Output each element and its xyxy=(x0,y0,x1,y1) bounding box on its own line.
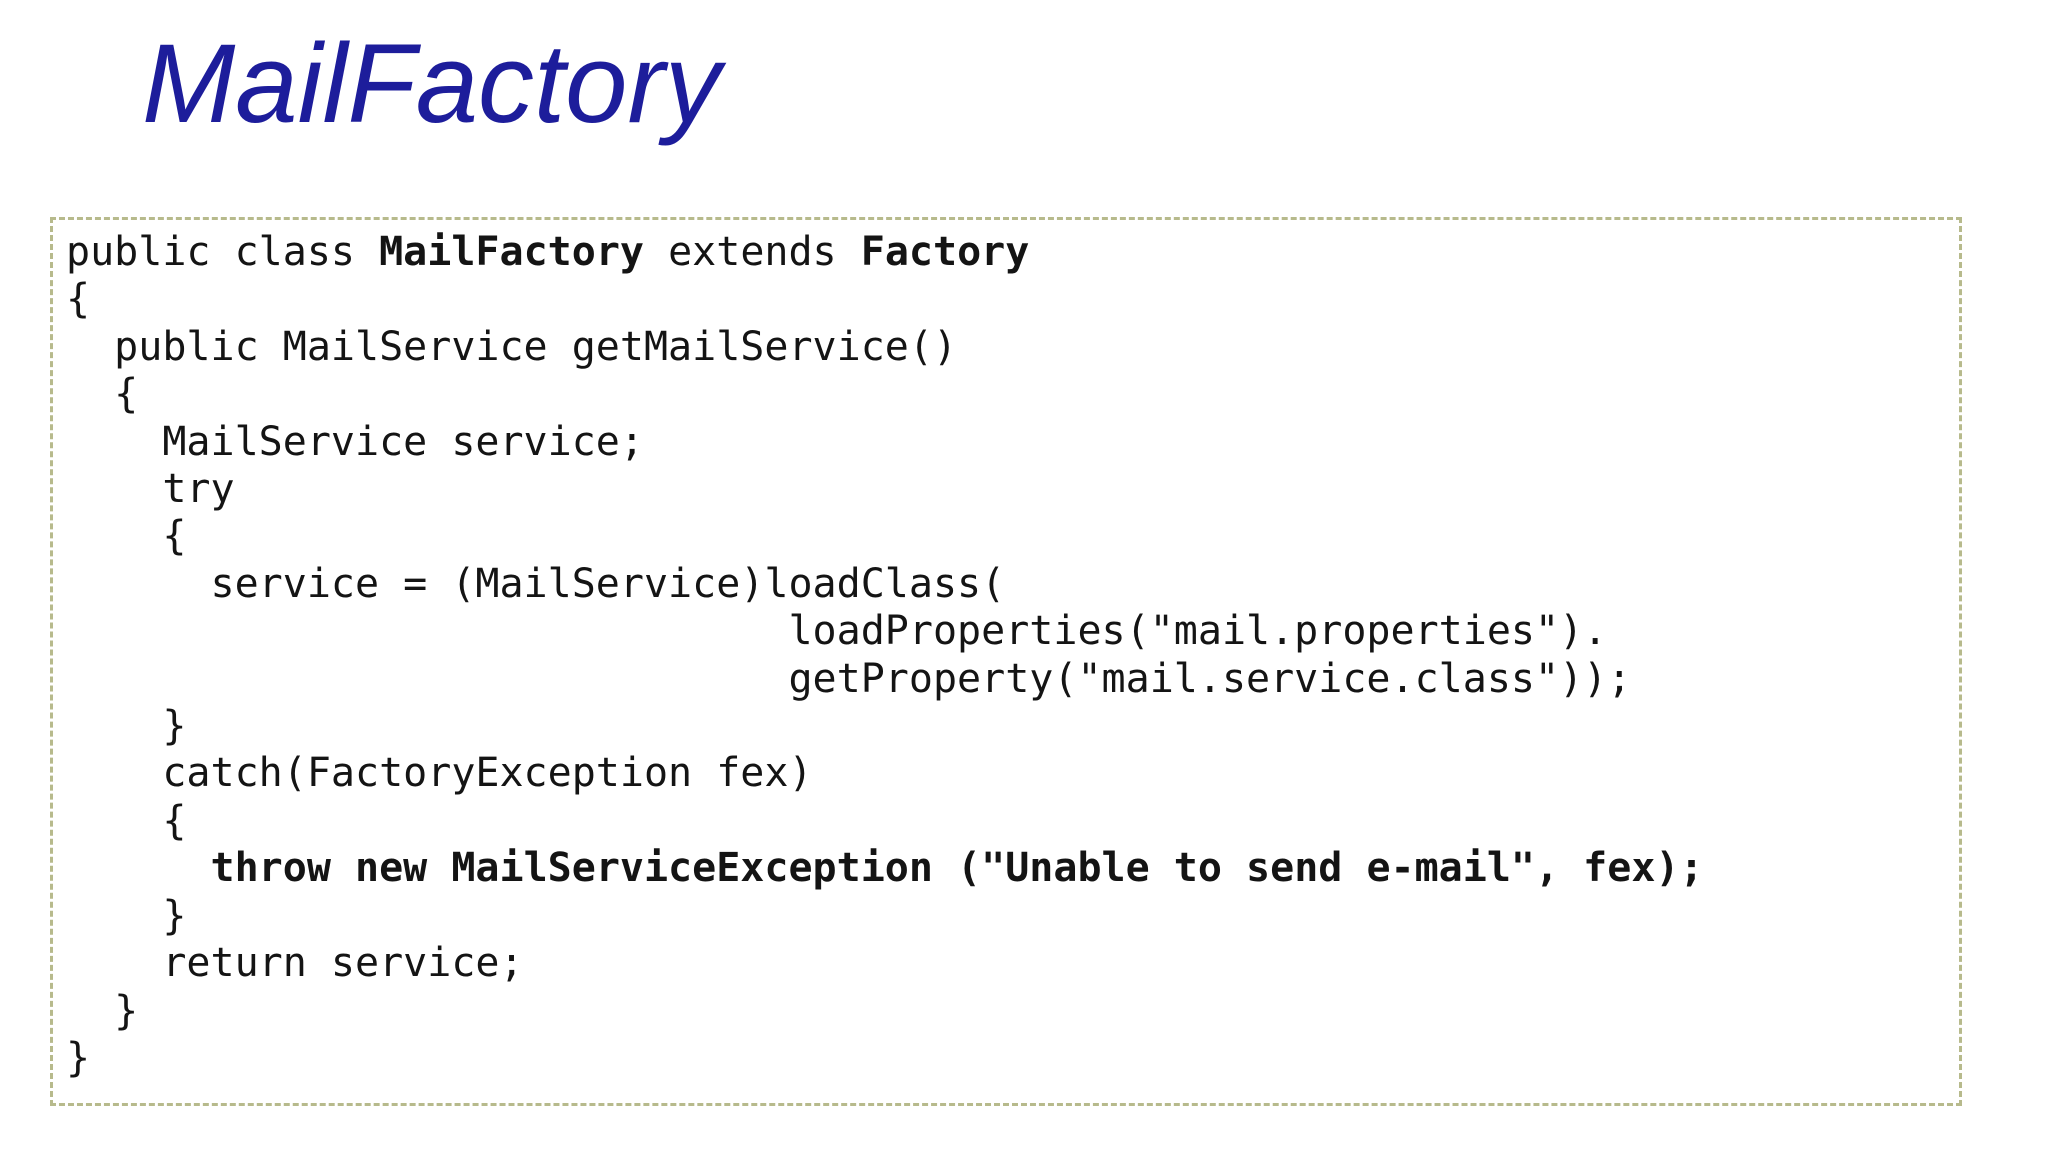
code-segment: } xyxy=(66,892,187,939)
code-line: } xyxy=(66,893,1959,940)
code-segment: service = (MailService)loadClass( xyxy=(66,560,1006,607)
code-line: } xyxy=(66,703,1959,750)
code-line: loadProperties("mail.properties"). xyxy=(66,608,1959,655)
code-segment: MailFactory xyxy=(379,229,644,275)
code-line: } xyxy=(66,1035,1959,1082)
code-line: throw new MailServiceException ("Unable … xyxy=(66,845,1959,892)
code-segment: } xyxy=(66,703,187,750)
code-segment: } xyxy=(66,987,139,1034)
code-line: public class MailFactory extends Factory xyxy=(66,229,1959,276)
code-segment: try xyxy=(66,466,235,513)
slide-title: MailFactory xyxy=(142,21,721,146)
code-segment: { xyxy=(66,513,187,560)
code-line: public MailService getMailService() xyxy=(66,324,1959,371)
code-segment: Factory xyxy=(860,229,1030,275)
code-line: catch(FactoryException fex) xyxy=(66,750,1959,797)
code-segment: { xyxy=(66,797,187,844)
code-segment: extends xyxy=(643,229,861,275)
code-line: { xyxy=(66,513,1959,560)
code-segment: { xyxy=(66,276,91,323)
code-segment: return service; xyxy=(66,940,524,987)
code-segment: loadProperties("mail.properties"). xyxy=(66,608,1608,655)
code-segment: catch(FactoryException fex) xyxy=(66,750,813,797)
code-segment: { xyxy=(66,371,139,418)
code-line: { xyxy=(66,371,1959,418)
code-segment xyxy=(66,845,211,891)
code-line: MailService service; xyxy=(66,419,1959,466)
code-line: { xyxy=(66,276,1959,323)
code-segment: public MailService getMailService() xyxy=(66,323,958,370)
code-line: try xyxy=(66,466,1959,513)
code-block: public class MailFactory extends Factory… xyxy=(66,229,1959,1082)
code-segment: MailService service; xyxy=(66,418,644,465)
code-segment: public class xyxy=(66,229,380,275)
code-segment: getProperty("mail.service.class")); xyxy=(66,655,1632,702)
code-line: } xyxy=(66,988,1959,1035)
code-segment: } xyxy=(66,1034,91,1081)
code-segment: throw new MailServiceException ("Unable … xyxy=(210,845,1704,892)
code-panel: public class MailFactory extends Factory… xyxy=(50,217,1962,1106)
code-line: getProperty("mail.service.class")); xyxy=(66,656,1959,703)
code-line: service = (MailService)loadClass( xyxy=(66,561,1959,608)
code-line: { xyxy=(66,798,1959,845)
code-line: return service; xyxy=(66,940,1959,987)
